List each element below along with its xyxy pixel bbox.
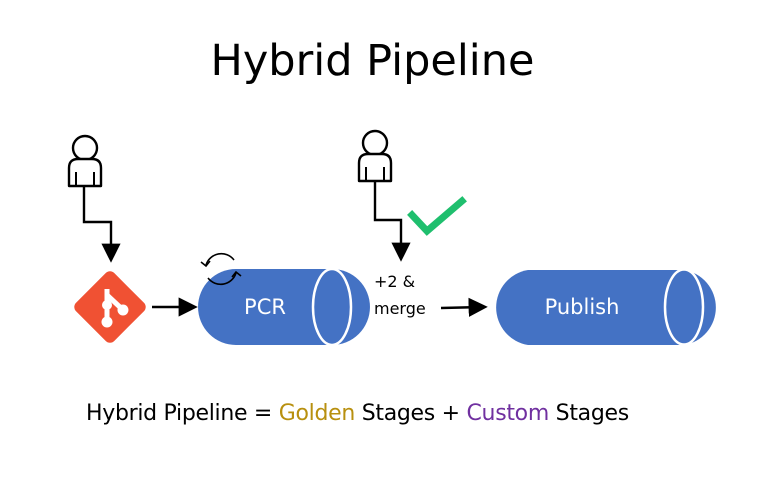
pcr-stage[interactable]: PCR bbox=[198, 267, 370, 347]
publish-stage[interactable]: Publish bbox=[496, 268, 716, 346]
reviewer-user-icon bbox=[357, 129, 393, 183]
approval-line-1: +2 & bbox=[374, 272, 415, 291]
formula-prefix: Hybrid Pipeline = bbox=[86, 401, 279, 426]
formula-custom: Custom bbox=[466, 401, 549, 426]
formula-middle: Stages + bbox=[355, 401, 467, 426]
approval-line-2: merge bbox=[374, 299, 426, 318]
developer-user-icon bbox=[67, 134, 103, 188]
pipeline-formula: Hybrid Pipeline = Golden Stages + Custom… bbox=[86, 401, 629, 426]
pcr-stage-label: PCR bbox=[244, 295, 286, 319]
formula-suffix: Stages bbox=[548, 401, 630, 426]
refresh-icon bbox=[200, 252, 242, 286]
publish-stage-label: Publish bbox=[545, 295, 620, 319]
merge-to-publish-arrow bbox=[440, 297, 488, 317]
diagram-title: Hybrid Pipeline bbox=[210, 36, 535, 86]
checkmark-icon bbox=[407, 196, 467, 236]
commit-arrow bbox=[82, 186, 121, 263]
review-arrow bbox=[373, 181, 411, 262]
git-icon bbox=[74, 271, 146, 343]
formula-golden: Golden bbox=[278, 401, 356, 426]
